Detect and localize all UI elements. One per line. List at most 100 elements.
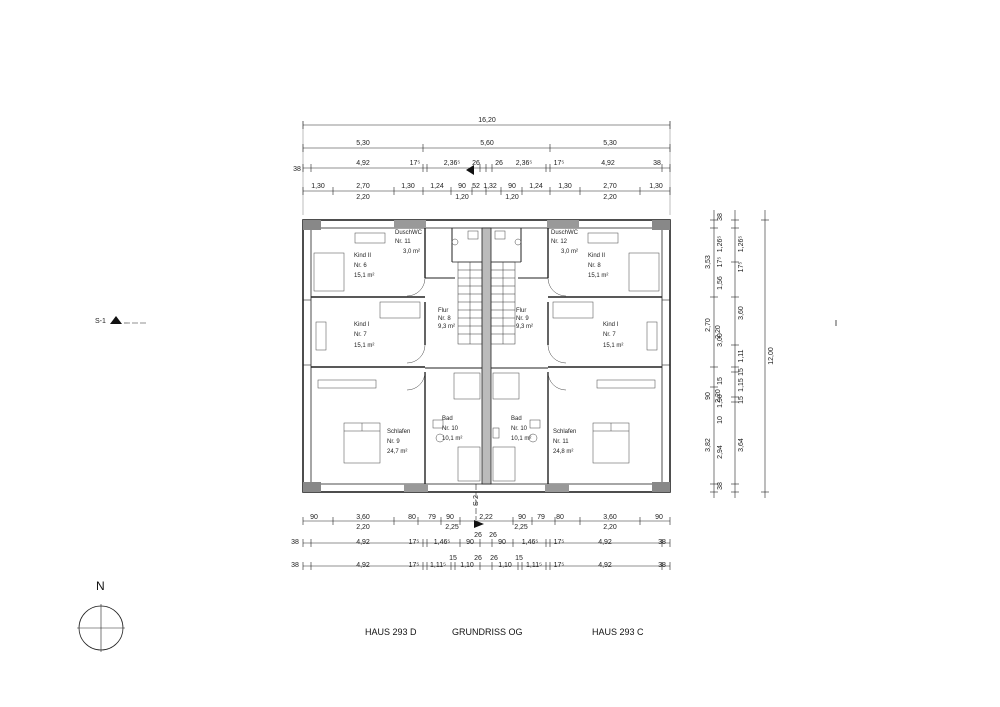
section-mark-s1: S-1 (95, 316, 837, 326)
room-number: Nr. 7 (603, 332, 616, 338)
top-dim-label: 90 (508, 183, 516, 190)
top-dim-label: 4,92 (356, 160, 370, 167)
top-dim-label: 4,92 (601, 160, 615, 167)
top-dim-label: 38 (293, 166, 301, 173)
top-dim-label: 1,30 (311, 183, 325, 190)
bottom-dim-label: 38 (658, 539, 666, 546)
right-dim-label: 1,11 (738, 349, 745, 362)
room-number: Nr. 11 (553, 439, 569, 445)
room-number: Nr. 12 (551, 239, 568, 245)
room-area: 3,0 m² (561, 249, 578, 255)
bottom-dim-label: 2,25 (514, 524, 528, 531)
room-name: Kind II (354, 253, 371, 259)
section-label: S-2 (473, 495, 480, 506)
bottom-dim-label: 80 (408, 514, 416, 521)
bottom-dim-label: 90 (655, 514, 663, 521)
top-dim-label: 90 (458, 183, 466, 190)
right-dim-label: 1,26⁵ (738, 236, 745, 253)
room-area: 15,1 m² (603, 343, 623, 349)
top-dim-label: 2,70 (603, 183, 617, 190)
right-dim-label: 3,64 (738, 438, 745, 452)
room-labels-left: DuschWC Nr. 11 3,0 m² Kind II Nr. 6 15,1… (354, 230, 462, 455)
bottom-dim-label: 17⁵ (409, 539, 420, 546)
bottom-dim-label: 38 (291, 562, 299, 569)
top-dim-label: 1,24 (430, 183, 444, 190)
room-number: Nr. 9 (516, 316, 529, 322)
top-dim-label: 26 (495, 160, 503, 167)
room-area: 15,1 m² (354, 343, 374, 349)
top-dim-label: 17⁵ (554, 160, 565, 167)
bottom-dim-label: 15 (449, 555, 457, 562)
furniture (313, 230, 660, 482)
section-mark-s2: S-2 (473, 484, 484, 528)
bottom-dim-label: 17⁵ (554, 539, 565, 546)
right-dim-label: 3,53 (705, 255, 712, 269)
right-dim-total: 12,00 (768, 347, 775, 365)
section-arrow-icon (110, 316, 122, 324)
bottom-dim-label: 3,60 (356, 514, 370, 521)
room-area: 24,8 m² (553, 449, 573, 455)
bottom-dim-label: 2,25 (445, 524, 459, 531)
top-dim-label: 2,20 (356, 194, 370, 201)
staircase-left (457, 261, 483, 345)
right-dim-label: 17⁵ (738, 262, 745, 273)
right-dim-label: 1,26⁵ (717, 236, 724, 253)
right-dim-label: 10 (717, 416, 724, 424)
right-dimension-chains (710, 210, 769, 498)
bottom-dim-label: 2,20 (356, 524, 370, 531)
room-area: 15,1 m² (588, 273, 608, 279)
bottom-dim-label: 1,11⁵ (430, 562, 446, 569)
bottom-dim-label: 79 (537, 514, 545, 521)
bottom-dim-label: 3,60 (603, 514, 617, 521)
room-number: Nr. 10 (511, 426, 528, 432)
room-area: 24,7 m² (387, 449, 407, 455)
room-area: 15,1 m² (354, 273, 374, 279)
right-dim-label: 38 (717, 482, 724, 490)
room-name: DuschWC (395, 230, 423, 236)
bottom-dim-label: 2,22 (479, 514, 493, 521)
top-dim-label: 16,20 (478, 117, 496, 124)
room-name: Bad (442, 416, 453, 422)
right-dim-label: 2,94 (717, 445, 724, 459)
bottom-dim-label: 1,10 (498, 562, 512, 569)
right-dim-label: 2,20 (715, 389, 722, 403)
bottom-dim-label: 90 (498, 539, 506, 546)
footer-titles: HAUS 293 D GRUNDRISS OG HAUS 293 C (365, 627, 644, 637)
bottom-dim-label: 90 (446, 514, 454, 521)
room-name: Bad (511, 416, 522, 422)
right-dim-label: 2,20 (715, 325, 722, 339)
room-name: DuschWC (551, 230, 579, 236)
top-dim-label: 2,36⁵ (516, 160, 533, 167)
room-number: Nr. 8 (588, 263, 601, 269)
top-dim-label: 1,20 (505, 194, 519, 201)
top-dimension-chains (302, 121, 671, 215)
room-name: Kind I (603, 322, 619, 328)
room-labels-right: DuschWC Nr. 12 3,0 m² Kind II Nr. 8 15,1… (511, 230, 623, 455)
bottom-dim-label: 80 (556, 514, 564, 521)
top-dim-label: 38 (653, 160, 661, 167)
top-dim-label: 5,30 (603, 140, 617, 147)
top-dim-label: 1,24 (529, 183, 543, 190)
bottom-dimension-chains (302, 517, 671, 570)
room-name: Schlafen (387, 429, 410, 435)
bottom-dim-label: 2,20 (603, 524, 617, 531)
top-dim-label: 2,36⁵ (444, 160, 461, 167)
bottom-dim-label: 26 (474, 532, 482, 539)
room-name: Kind II (588, 253, 605, 259)
top-dim-label: 5,30 (356, 140, 370, 147)
room-area: 9,3 m² (516, 324, 533, 330)
drawing-title: GRUNDRISS OG (452, 627, 523, 637)
room-name: Schlafen (553, 429, 576, 435)
bottom-dim-label: 1,46⁵ (522, 539, 539, 546)
top-dim-label: 2,20 (603, 194, 617, 201)
bottom-dim-label: 15 (515, 555, 523, 562)
top-dim-label: 2,70 (356, 183, 370, 190)
room-name: Flur (438, 308, 448, 314)
room-number: Nr. 11 (395, 239, 411, 245)
bottom-dim-label: 38 (658, 562, 666, 569)
section-label: S-1 (95, 318, 106, 325)
room-area: 3,0 m² (403, 249, 420, 255)
top-dim-label: 17⁵ (410, 160, 421, 167)
bottom-dim-label: 90 (310, 514, 318, 521)
